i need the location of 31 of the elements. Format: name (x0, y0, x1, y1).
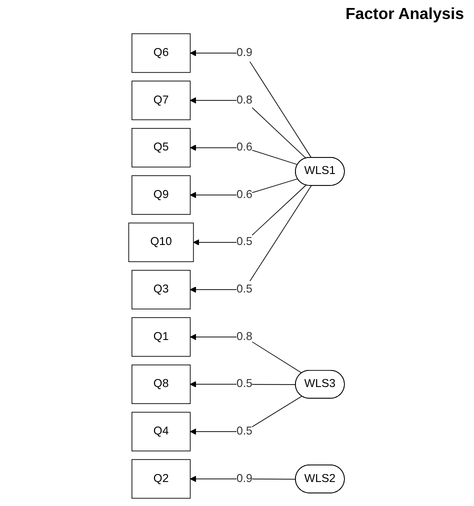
edge-label: 0.8 (236, 94, 253, 106)
edge-label: 0.5 (236, 378, 253, 390)
node-box: Q1 (132, 317, 192, 357)
edge-label: 0.6 (236, 188, 253, 201)
node-box: Q4 (132, 412, 192, 452)
edge-label: 0.5 (236, 425, 253, 438)
edge-label: 0.8 (236, 330, 253, 343)
node-box: Q2 (132, 459, 192, 499)
node-box: Q9 (132, 175, 192, 215)
edge-label: 0.9 (236, 46, 253, 59)
arrow (190, 381, 297, 388)
arrow (190, 396, 303, 435)
arrow (190, 185, 312, 293)
arrow (190, 97, 307, 159)
node-box: Q5 (132, 128, 192, 168)
chart-title: Factor Analysis (344, 5, 465, 25)
arrow (190, 50, 312, 158)
node-box: Q7 (132, 80, 192, 120)
edge-label: 0.5 (236, 283, 253, 296)
node-box: Q10 (128, 222, 194, 262)
node-box: Q8 (132, 364, 192, 404)
edge-label: 0.5 (236, 236, 253, 248)
arrow (194, 184, 307, 246)
node-box: Q3 (132, 270, 192, 310)
arrow (190, 144, 298, 166)
arrow (190, 334, 303, 374)
edge-label: 0.9 (236, 472, 253, 485)
arrow (190, 476, 297, 482)
edge-label: 0.6 (236, 141, 253, 154)
node-box: Q6 (132, 33, 192, 73)
arrow (190, 178, 298, 198)
